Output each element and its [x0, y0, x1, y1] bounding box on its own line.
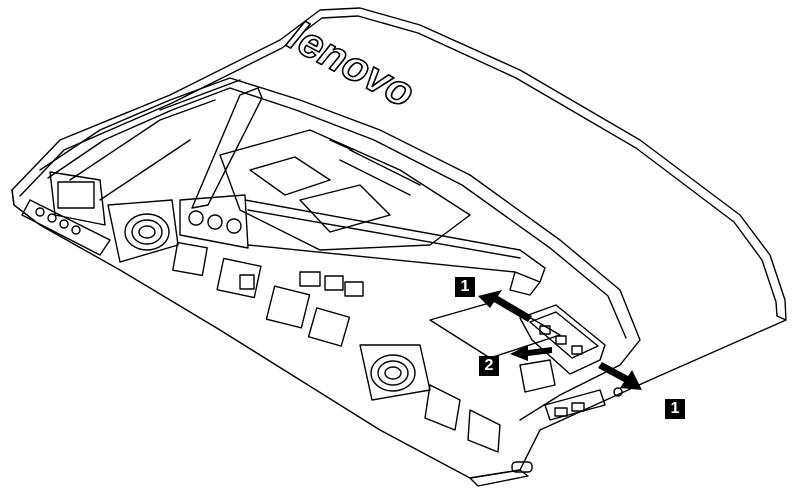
inner-frame: [39, 77, 641, 421]
left-port-panel: [21, 171, 111, 256]
arrows: [478, 290, 642, 390]
arrow-left: [510, 345, 552, 361]
access-door: [429, 299, 606, 393]
arrow-up-left: [478, 290, 532, 322]
stand-arm: [179, 87, 546, 296]
callout-step-1-secondary: 1: [665, 399, 685, 419]
arrow-down-right: [598, 362, 642, 390]
callout-step-1: 1: [455, 277, 475, 297]
board-cover: [219, 129, 471, 251]
bottom-ports: [172, 241, 623, 473]
left-speaker: [107, 199, 179, 263]
right-speaker: [359, 344, 431, 401]
callout-step-2: 2: [479, 356, 499, 376]
rear-shell: [11, 7, 787, 487]
